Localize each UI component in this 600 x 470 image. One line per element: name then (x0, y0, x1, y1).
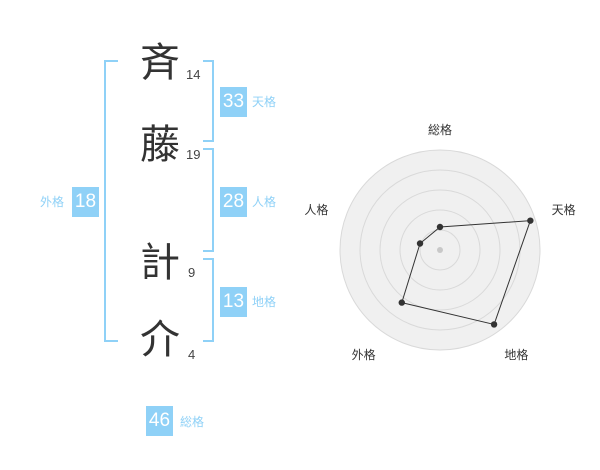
radar-axis-label-3: 外格 (352, 347, 376, 362)
radar-axis-label-0: 総格 (428, 122, 452, 137)
radar-polygon (401, 220, 532, 326)
jinkaku-badge: 28 (220, 187, 247, 217)
soukaku-label: 総格 (180, 415, 205, 429)
radar-center (437, 247, 443, 253)
gaikaku-bracket (104, 60, 118, 342)
chikaku-badge: 13 (220, 287, 247, 317)
radar-axis-label-1: 天格 (552, 202, 576, 217)
tenkaku-bracket (203, 60, 214, 142)
gaikaku-label: 外格 (40, 195, 65, 209)
radar-ring-5 (339, 149, 541, 351)
stroke-count-2: 19 (186, 147, 201, 162)
radar-point-1 (527, 217, 534, 224)
radar-point-0 (436, 223, 444, 231)
jinkaku-bracket (203, 148, 214, 252)
radar-point-3 (398, 299, 405, 306)
radar-point-2 (490, 321, 498, 328)
name-char-4: 介 (140, 317, 180, 363)
tenkaku-badge: 33 (220, 87, 247, 117)
tenkaku-label: 天格 (252, 95, 277, 109)
gaikaku-badge: 18 (72, 187, 99, 217)
jinkaku-label: 人格 (252, 195, 277, 209)
stroke-count-1: 14 (186, 67, 201, 82)
stroke-count-4: 4 (188, 347, 196, 362)
name-char-3: 計 (140, 240, 180, 286)
radar-axis-label-4: 人格 (304, 202, 328, 217)
chikaku-label: 地格 (252, 295, 277, 309)
radar-ring-2 (399, 209, 481, 291)
radar-point-4 (416, 240, 424, 247)
radar-ring-3 (379, 189, 501, 311)
radar-axis-label-2: 地格 (504, 347, 528, 362)
name-char-1: 斉 (140, 40, 180, 86)
chikaku-bracket (203, 258, 214, 342)
stroke-count-3: 9 (188, 265, 196, 280)
name-char-2: 藤 (140, 122, 180, 168)
soukaku-badge: 46 (146, 406, 173, 436)
